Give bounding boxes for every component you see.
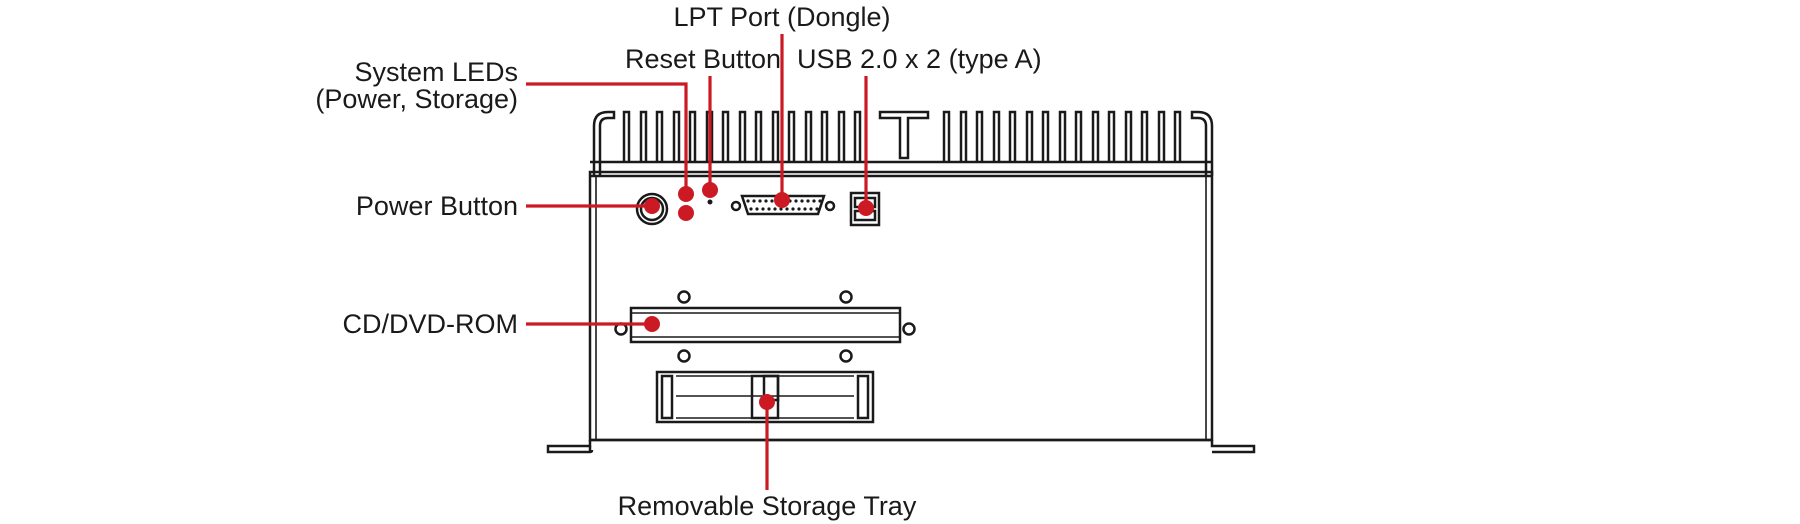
label-power-button: Power Button [356,191,518,221]
heatsink-fin [942,110,951,162]
lpt-pin [803,207,807,211]
lpt-pin [761,207,765,211]
heatsink-fin [1107,110,1116,162]
lpt-pin [785,207,789,211]
label-removable-storage-tray: Removable Storage Tray [618,491,917,521]
lpt-pin [770,199,774,203]
heatsink-fin [837,110,846,162]
drive-screws [614,290,916,363]
heatsink-fin [1091,110,1100,162]
heatsink-fin [959,110,968,162]
lpt-pin [800,199,804,203]
label-usb: USB 2.0 x 2 (type A) [797,44,1042,74]
callout-dot-power-button [644,198,660,214]
lpt-pin [749,207,753,211]
lpt-pin [815,207,819,211]
callout-dot-storage-led [678,205,694,221]
center-handle [878,110,930,160]
heatsink-fin [1157,110,1166,162]
labels: LPT Port (Dongle) Reset Button USB 2.0 x… [315,2,1041,521]
heatsink-fin [804,110,813,162]
callout-dot-power-led [678,186,694,202]
right-corner-hook [1190,110,1214,176]
heatsink-fin [672,110,681,162]
callout-dot-lpt-port [774,192,790,208]
label-system-leds-detail: (Power, Storage) [315,84,518,114]
heatsink-fin [622,110,631,162]
label-reset-button: Reset Button [625,44,781,74]
heatsink-fin [820,110,829,162]
callout-dots [644,182,874,410]
heatsink-fin [1140,110,1149,162]
heatsink-fin [1041,110,1050,162]
callout-line-system-leds [526,82,688,194]
heatsink-fin [771,110,780,162]
heatsink-fin [1058,110,1067,162]
heatsink-fin [1074,110,1083,162]
heatsink-fin [639,110,648,162]
lpt-pin [809,207,813,211]
heatsink-fin [992,110,1001,162]
heatsink-fin [688,110,697,162]
cd-dvd-drive [629,306,902,344]
heatsink-fin [787,110,796,162]
lpt-pin [755,207,759,211]
callout-dot-cd-dvd-rom [644,316,660,332]
label-lpt-port: LPT Port (Dongle) [673,2,890,32]
lpt-pin [752,199,756,203]
heatsink-fin [655,110,664,162]
label-system-leds: System LEDs [354,57,518,87]
heatsink-fins [622,110,1182,162]
heatsink-fin [1173,110,1182,162]
lpt-pin [806,199,810,203]
heatsink-fin [975,110,984,162]
lpt-pin [818,199,822,203]
callout-lines [526,34,868,490]
heatsink-fin [738,110,747,162]
heatsink-fin [754,110,763,162]
lpt-pin [791,207,795,211]
heatsink-fin [1124,110,1133,162]
heatsink-fin [721,110,730,162]
callout-dot-usb [858,200,874,216]
heatsink-fin [1008,110,1017,162]
lpt-port-connector [730,194,836,216]
lpt-pin [797,207,801,211]
callout-dot-reset-button [702,182,718,198]
label-cd-dvd-rom: CD/DVD-ROM [343,309,519,339]
heatsink-fin [853,110,862,162]
lpt-pin [758,199,762,203]
heatsink-fin [1025,110,1034,162]
callout-dot-storage-tray [759,394,775,410]
left-corner-hook [592,110,616,176]
device-chassis [546,110,1256,454]
right-mounting-foot [1210,440,1256,454]
lpt-pin [779,207,783,211]
lpt-pin [812,199,816,203]
left-mounting-foot [546,440,594,454]
reset-pinhole [707,199,713,205]
lpt-pin [773,207,777,211]
lpt-pin [764,199,768,203]
lpt-pin [767,207,771,211]
lpt-pin [746,199,750,203]
lpt-pin [794,199,798,203]
